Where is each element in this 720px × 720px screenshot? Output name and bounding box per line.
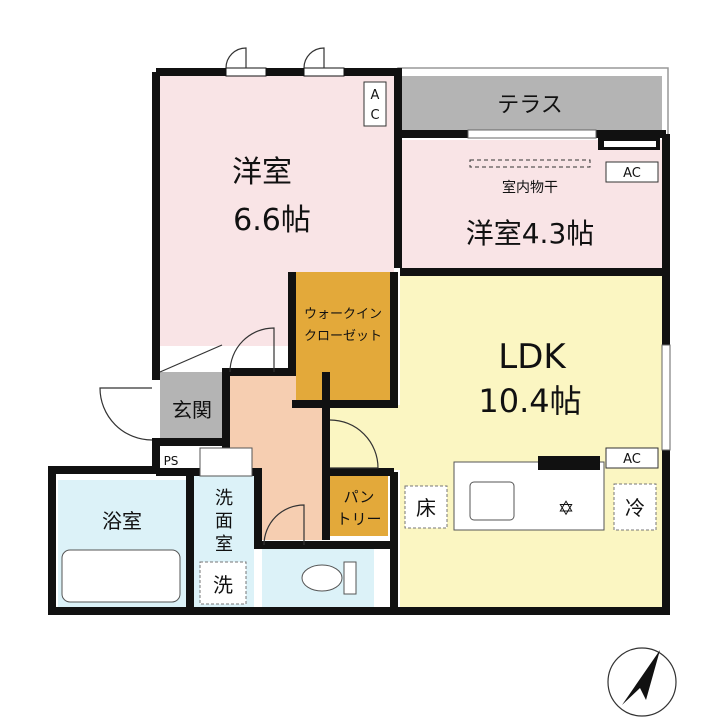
toilet-tank (343, 561, 357, 595)
ac-c: C (370, 108, 379, 123)
indoor-drying-label: 室内物干 (502, 179, 558, 196)
window-right (661, 344, 671, 451)
washroom-label-1: 洗 (215, 488, 233, 509)
door-swings (99, 47, 379, 546)
fridge-label: 冷 (625, 496, 645, 520)
entrance-door-opening (152, 380, 160, 438)
ac-unit-3 (605, 447, 659, 469)
wic-label-2: クローゼット (304, 329, 382, 344)
western-room-2 (400, 140, 662, 270)
ac-box-top-inner (604, 141, 656, 147)
compass-icon (607, 647, 677, 717)
stove-icon: ✡ (558, 496, 575, 520)
pantry-label-1: パン (344, 488, 375, 506)
entrance-label: 玄関 (172, 398, 212, 422)
ac-a: A (371, 88, 380, 103)
western-room-2-label: 洋室4.3帖 (466, 217, 595, 250)
washer-label: 洗 (213, 573, 233, 597)
pantry-label-2: トリー (336, 510, 381, 528)
ps-label: PS (164, 454, 179, 468)
ac-unit-2 (605, 161, 659, 183)
drying-rod (469, 159, 591, 168)
window-top-2 (303, 67, 345, 77)
washroom-label-2: 面 (215, 511, 233, 532)
ldk-name: LDK (498, 337, 567, 377)
ldk-hall (326, 405, 402, 470)
ac-unit-1 (363, 81, 387, 127)
western-room-1-size: 6.6帖 (233, 203, 311, 238)
ac-label-3: AC (623, 452, 641, 467)
floor-storage-box (404, 485, 448, 529)
washer-box (199, 561, 247, 605)
terrace (400, 76, 662, 130)
window-terrace (467, 129, 597, 139)
ldk (400, 275, 662, 607)
wic-label-1: ウォークイン (304, 307, 382, 322)
washroom-label-3: 室 (215, 534, 233, 555)
bathtub (61, 549, 181, 603)
terrace-label: テラス (497, 93, 563, 118)
bathroom-label: 浴室 (102, 509, 142, 533)
fridge-box (613, 483, 657, 531)
sink (469, 481, 515, 521)
floor-storage-label: 床 (416, 496, 436, 520)
wash-basin (199, 447, 253, 477)
kitchen-hood (538, 456, 600, 470)
ldk-size: 10.4帖 (478, 382, 581, 420)
western-room-1-name: 洋室 (232, 155, 292, 190)
ac-label-2: AC (623, 166, 641, 181)
pantry (330, 476, 388, 536)
window-top-1 (225, 67, 267, 77)
walk-in-closet (296, 272, 390, 404)
entrance (160, 372, 222, 442)
toilet (301, 564, 343, 592)
